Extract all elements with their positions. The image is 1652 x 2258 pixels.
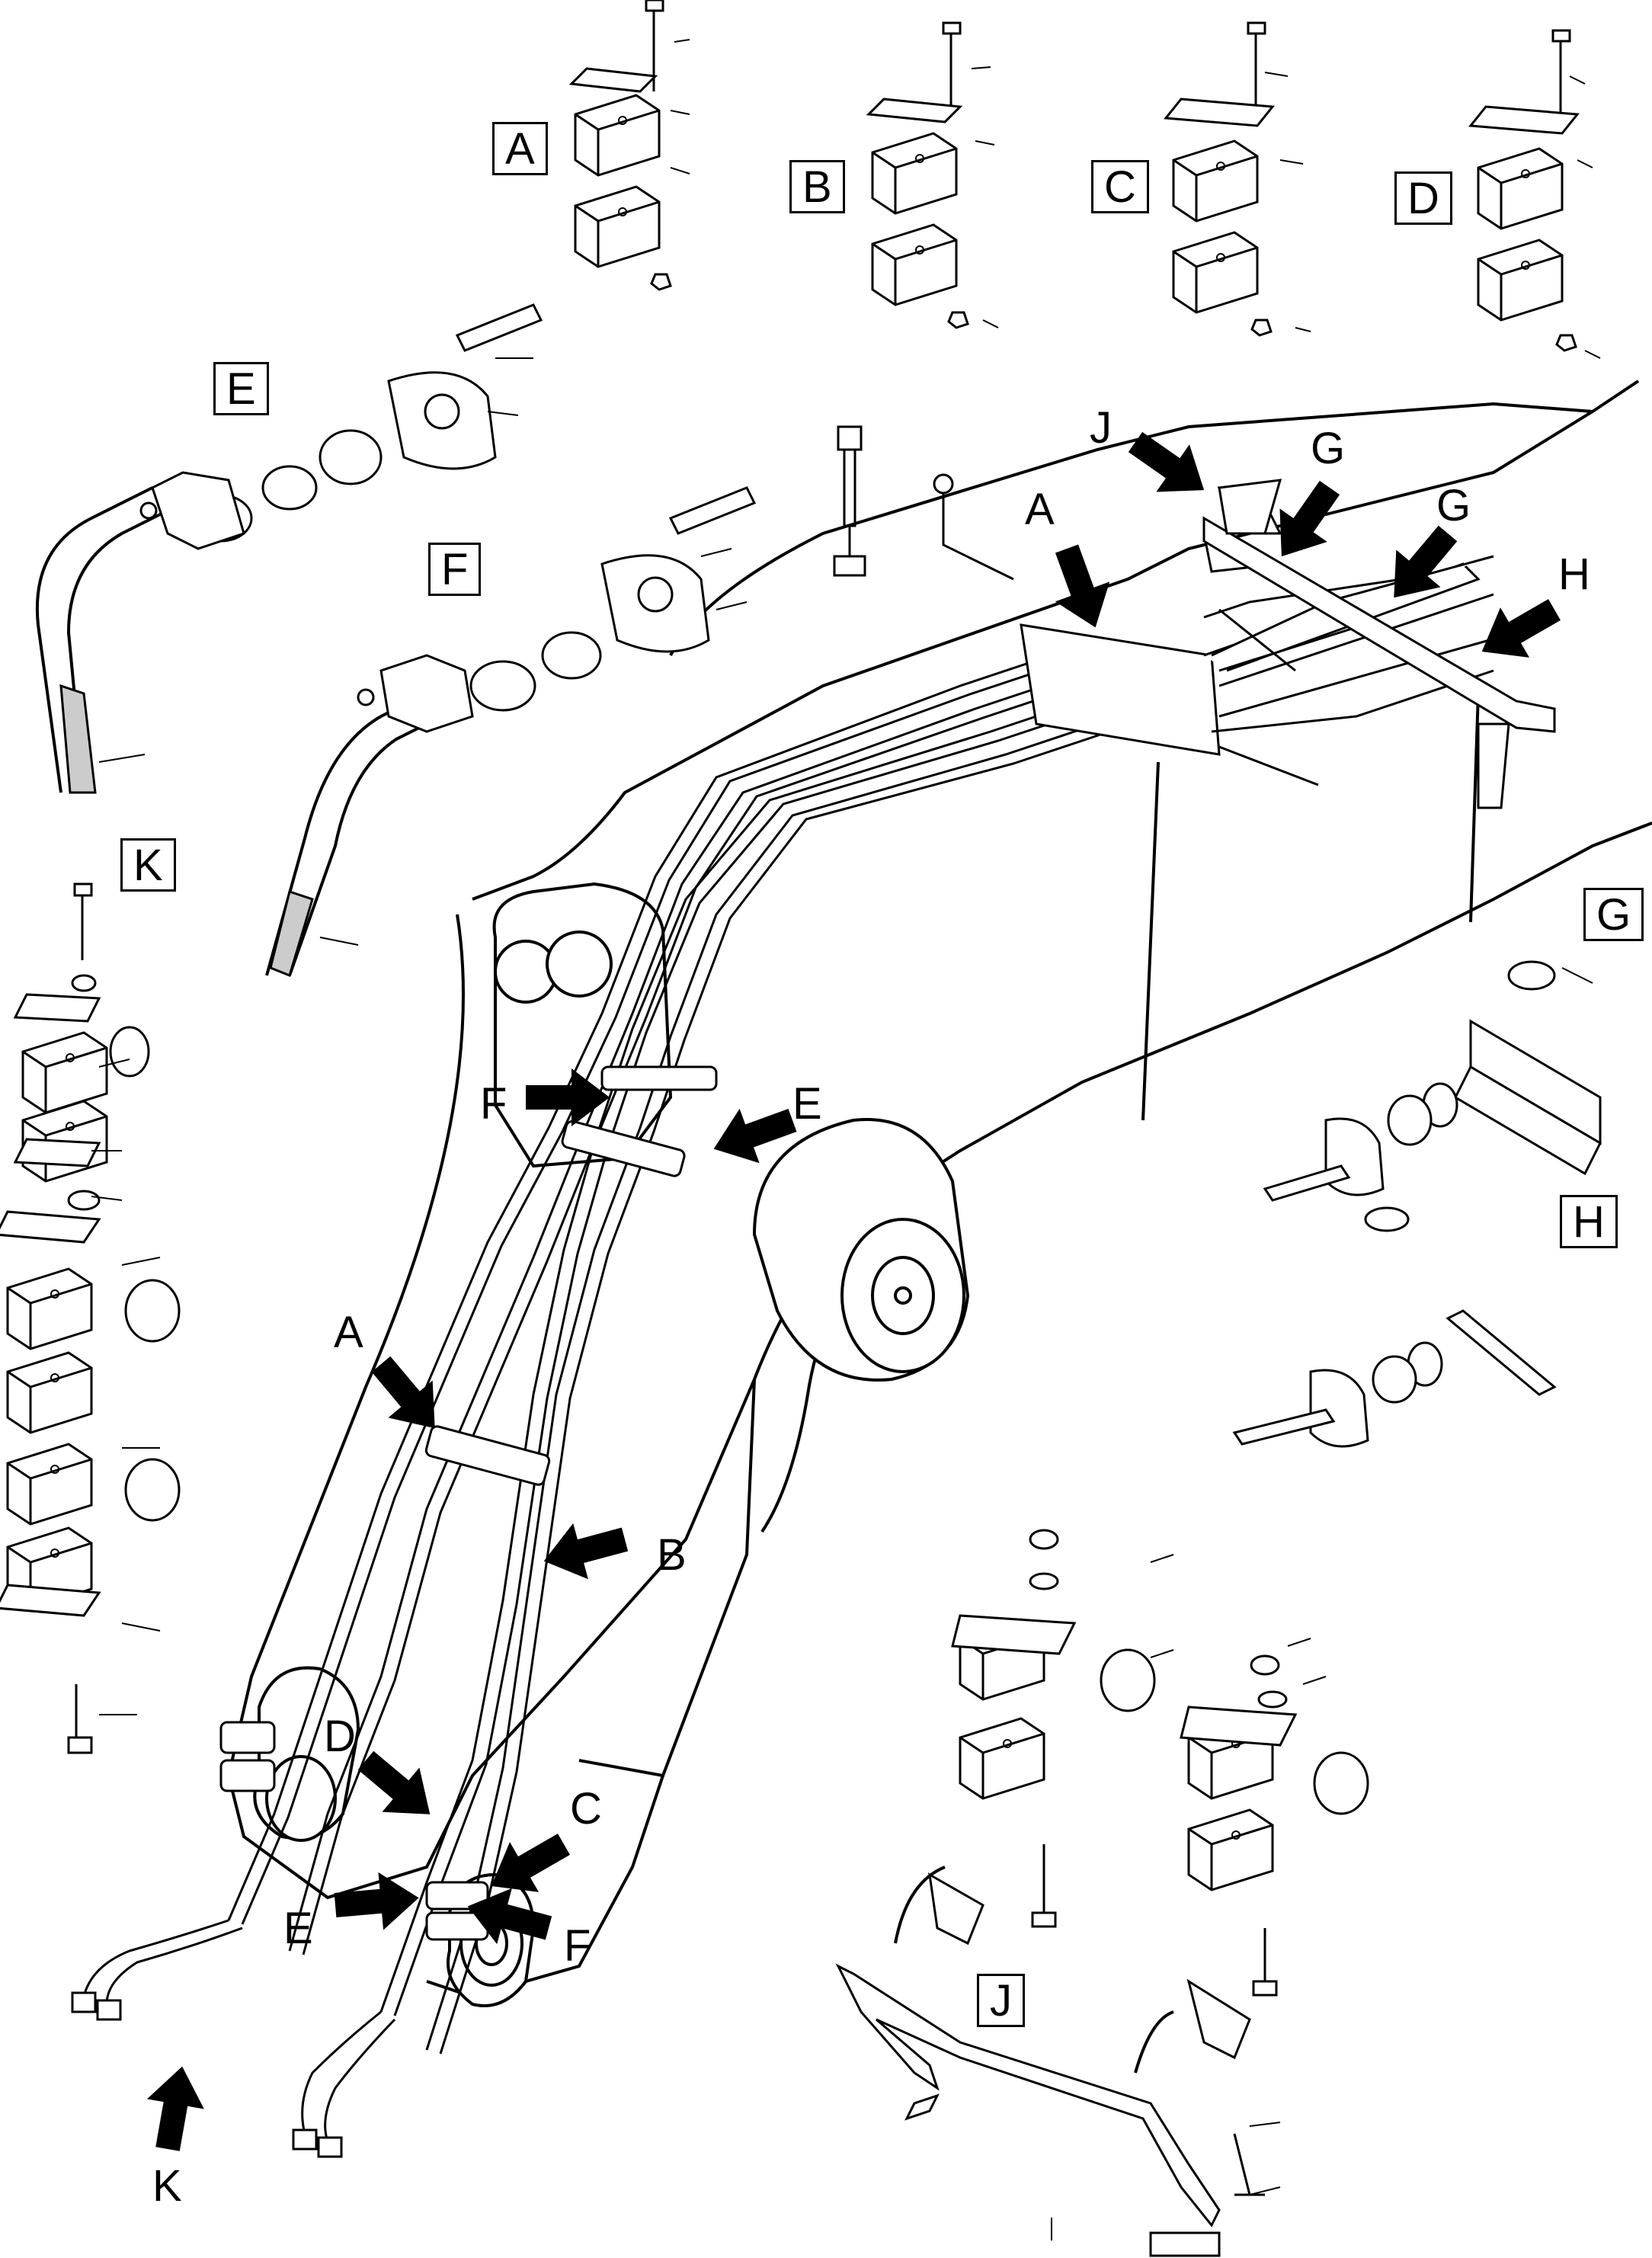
detail-d-clamp xyxy=(1468,29,1580,352)
arrow-label-a-top: A xyxy=(1025,485,1055,534)
lower-hose-ends xyxy=(71,1919,396,2158)
boom-pivot-drum xyxy=(752,1118,970,1382)
leader-lines xyxy=(91,39,1601,2240)
arrow-label-g2-top: G xyxy=(1436,481,1471,530)
detail-label-d: D xyxy=(1394,171,1452,225)
detail-label-c: C xyxy=(1091,160,1149,213)
detail-f-flange xyxy=(265,486,757,978)
arrow-label-c-low: C xyxy=(570,1784,602,1834)
boom-clamp-stacks xyxy=(219,1065,718,1941)
detail-h-port xyxy=(1232,1206,1557,1448)
top-manifold-assembly xyxy=(1020,486,1556,809)
detail-c-clamp xyxy=(1164,21,1275,337)
arrow-label-h-top: H xyxy=(1558,549,1590,599)
detail-j-guard xyxy=(835,1529,1369,2257)
arrow-label-g1-top: G xyxy=(1311,424,1346,473)
detail-a-clamp xyxy=(568,0,672,291)
arrow-label-d-low: D xyxy=(324,1712,356,1761)
detail-e-flange xyxy=(35,303,543,794)
detail-label-k: K xyxy=(120,838,176,892)
detail-label-j: J xyxy=(977,1974,1025,2027)
arrow-label-j-top: J xyxy=(1090,403,1112,453)
arrow-label-b-low: B xyxy=(657,1530,687,1580)
arrow-label-a-low: A xyxy=(334,1308,363,1357)
detail-label-e: E xyxy=(213,362,269,415)
arrow-label-f-low: F xyxy=(564,1921,591,1971)
detail-k-clamp-stack xyxy=(0,882,181,1754)
detail-label-h: H xyxy=(1560,1195,1618,1248)
arrow-label-f-mid: F xyxy=(480,1079,507,1129)
arrow-label-k-low: K xyxy=(152,2161,182,2211)
detail-label-a: A xyxy=(492,122,548,175)
detail-label-g: G xyxy=(1583,888,1644,941)
detail-label-b: B xyxy=(789,160,845,213)
arrow-label-e-mid: E xyxy=(792,1079,822,1129)
top-center-bolt xyxy=(833,425,1014,581)
detail-g-port xyxy=(1263,960,1602,1202)
top-guard-small xyxy=(1218,479,1282,535)
detail-b-clamp xyxy=(866,21,969,329)
arrow-label-e-low: E xyxy=(283,1904,313,1953)
detail-label-f: F xyxy=(428,543,482,596)
